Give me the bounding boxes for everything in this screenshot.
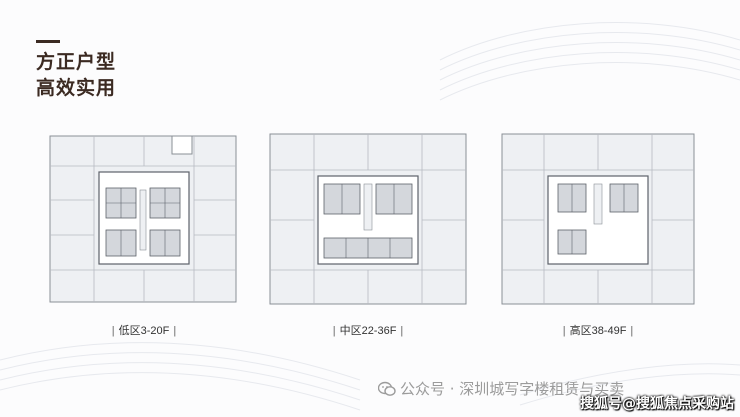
heading-line-1: 方正户型 (36, 51, 117, 73)
caption-mid-zone-label: 中区22-36F (339, 325, 397, 337)
wechat-watermark: 公众号 · 深圳城写字楼租赁与买卖 (378, 378, 624, 399)
title-accent-bar (36, 40, 60, 43)
caption-mid-zone: |中区22-36F| (332, 325, 404, 337)
caption-low-zone: |低区3-20F| (111, 325, 177, 337)
source-badge: 搜狐号@搜狐焦点采购站 (580, 396, 734, 412)
watermark-text: 公众号 · 深圳城写字楼租赁与买卖 (400, 380, 625, 398)
wechat-icon (378, 381, 396, 396)
floor-plan-mid-zone (266, 130, 470, 308)
floor-plan-low-zone (44, 130, 244, 308)
caption-high-zone: |高区38-49F| (562, 325, 634, 337)
heading-line-2: 高效实用 (36, 77, 117, 99)
page-heading: 方正户型 高效实用 (36, 40, 116, 101)
caption-low-zone-label: 低区3-20F (118, 325, 170, 337)
caption-high-zone-label: 高区38-49F (569, 325, 627, 337)
floor-plan-high-zone (498, 130, 698, 308)
